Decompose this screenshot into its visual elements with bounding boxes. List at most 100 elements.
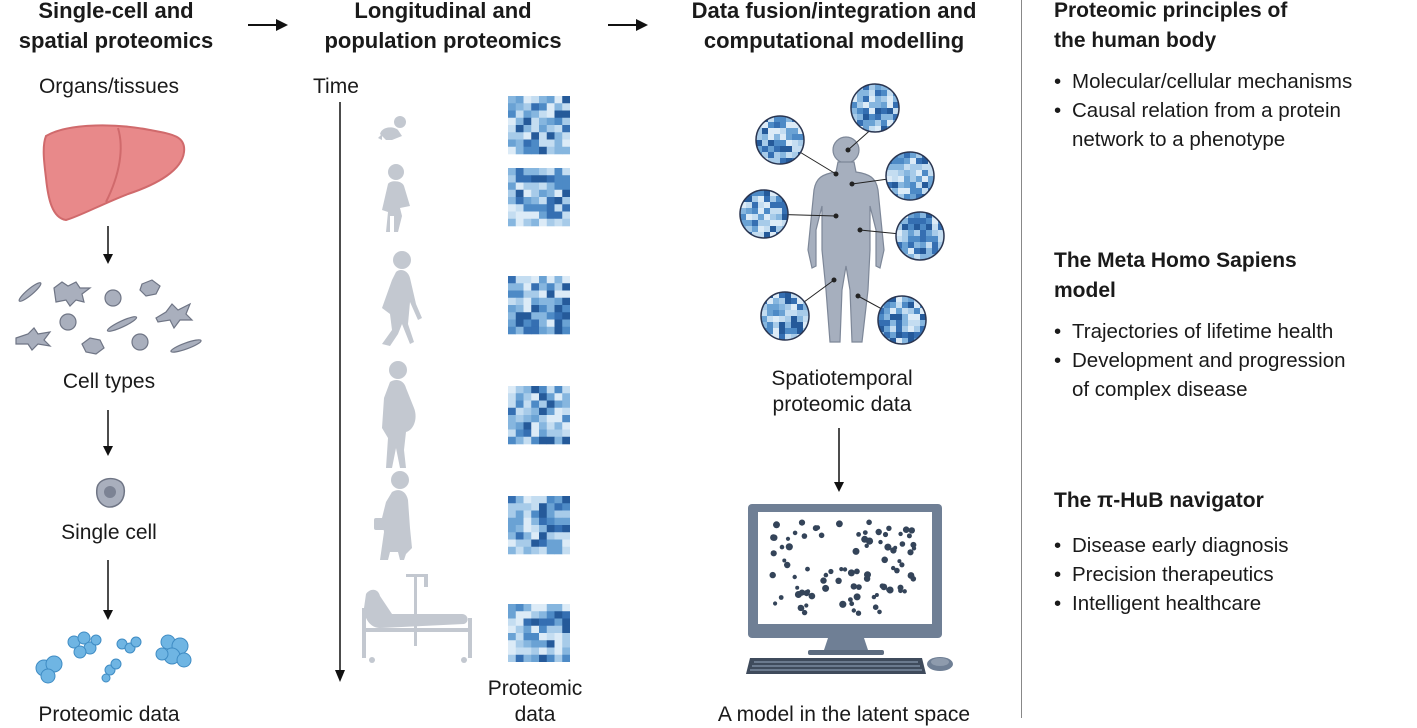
- latent-point: [880, 583, 888, 591]
- latent-point: [848, 597, 853, 602]
- latent-point: [770, 534, 777, 541]
- latent-point: [906, 533, 912, 539]
- latent-point: [792, 530, 798, 536]
- column-title-line: computational modelling: [703, 28, 965, 53]
- heatmap-ring: [850, 83, 900, 133]
- heatmap-icon: [508, 496, 570, 555]
- latent-point: [805, 566, 810, 572]
- bullet-list: Disease early diagnosis Precision therap…: [1054, 531, 1414, 618]
- heatmap-column: [508, 96, 570, 662]
- latent-point: [769, 571, 776, 579]
- latent-point: [794, 591, 802, 598]
- latent-point: [782, 558, 787, 563]
- meta-homo-sapiens-section: The Meta Homo Sapiens model Trajectories…: [1054, 246, 1414, 404]
- latent-point: [908, 527, 915, 534]
- child-icon: [382, 164, 410, 232]
- latent-point: [822, 584, 830, 592]
- latent-point: [828, 568, 834, 575]
- section-title: The Meta Homo Sapiens model: [1054, 246, 1414, 306]
- bullet-text: of complex disease: [1072, 378, 1248, 401]
- latent-point: [875, 528, 882, 536]
- bullet-item: Causal relation from a protein network to…: [1054, 96, 1414, 154]
- latent-point: [897, 559, 902, 564]
- computer-monitor-icon: [746, 504, 953, 674]
- column-title-line: population proteomics: [324, 28, 562, 53]
- bullet-text: Intelligent healthcare: [1072, 592, 1262, 615]
- bullet-text: network to a phenotype: [1072, 128, 1286, 151]
- latent-point: [785, 543, 793, 551]
- heatmap-ring: [739, 189, 789, 239]
- time-axis-arrow: [335, 102, 345, 682]
- latent-point: [878, 539, 883, 545]
- latent-point: [910, 541, 917, 548]
- latent-point: [881, 556, 888, 564]
- latent-point: [882, 531, 889, 538]
- latent-point: [902, 526, 910, 533]
- latent-point: [823, 572, 829, 578]
- latent-point: [798, 605, 805, 612]
- latent-point: [856, 532, 861, 537]
- column-title-line: Longitudinal and: [354, 0, 532, 23]
- latent-point: [792, 574, 797, 580]
- time-label: Time: [313, 75, 359, 98]
- latent-point: [894, 567, 900, 574]
- cell-types-label: Cell types: [62, 370, 156, 393]
- latent-point: [773, 521, 780, 529]
- heatmap-ring: [760, 291, 810, 341]
- latent-model-label: A model in the latent space: [717, 703, 971, 726]
- latent-point: [907, 549, 914, 556]
- cell-types-icon: [15, 279, 202, 355]
- latent-point: [853, 593, 861, 601]
- bullet-item: Molecular/cellular mechanisms: [1054, 67, 1414, 96]
- pi-hub-section: The π-HuB navigator Disease early diagno…: [1054, 486, 1414, 618]
- latent-point: [899, 541, 906, 547]
- latent-point: [839, 600, 847, 608]
- latent-point: [812, 525, 819, 532]
- latent-point: [798, 519, 806, 526]
- heatmap-ring: [877, 295, 927, 345]
- mouse-icon: [927, 657, 953, 671]
- latent-point: [784, 561, 791, 569]
- spatiotemporal-line: proteomic data: [772, 393, 912, 416]
- latent-point: [773, 601, 778, 606]
- bullet-text: Molecular/cellular mechanisms: [1072, 70, 1353, 93]
- heatmap-ring: [755, 115, 805, 165]
- section-title: Proteomic principles of the human body: [1054, 0, 1414, 56]
- bullet-text: Development and progression: [1072, 349, 1346, 372]
- latent-point: [864, 543, 869, 548]
- latent-point: [852, 547, 860, 555]
- heatmap-icon: [508, 604, 570, 662]
- arrow-down-icon: [103, 410, 113, 456]
- bullet-item: Trajectories of lifetime health: [1054, 317, 1414, 346]
- latent-point: [795, 585, 800, 590]
- liver-icon: [42, 124, 186, 222]
- section-title-line: Proteomic principles of: [1054, 0, 1288, 22]
- latent-point: [865, 537, 874, 545]
- arrow-down-icon: [834, 428, 844, 492]
- latent-point: [871, 594, 877, 600]
- column-title-fusion: Data fusion/integration and computationa…: [660, 0, 1008, 56]
- column-title-single-cell: Single-cell and spatial proteomics: [0, 0, 232, 56]
- bullet-text: Causal relation from a protein: [1072, 99, 1341, 122]
- bullet-item: Intelligent healthcare: [1054, 589, 1414, 618]
- latent-point: [856, 584, 862, 590]
- human-body-diagram: [739, 83, 945, 345]
- latent-point: [902, 589, 907, 594]
- section-title: The π-HuB navigator: [1054, 489, 1264, 512]
- life-stage-silhouettes: [362, 116, 472, 663]
- heatmap-ring: [895, 211, 945, 261]
- latent-point: [886, 587, 891, 592]
- section-title-line: model: [1054, 279, 1116, 302]
- latent-point: [801, 533, 808, 539]
- latent-point: [818, 532, 825, 539]
- latent-point: [836, 520, 843, 528]
- heatmap-ring: [885, 151, 935, 201]
- bullet-list: Trajectories of lifetime health Developm…: [1054, 317, 1414, 404]
- woman-icon: [382, 251, 422, 346]
- organs-label: Organs/tissues: [38, 75, 180, 98]
- latent-point: [851, 608, 856, 613]
- bullet-text: Trajectories of lifetime health: [1072, 320, 1334, 343]
- arrow-right-icon: [608, 19, 648, 31]
- baby-icon: [378, 116, 406, 140]
- column-title-line: Data fusion/integration and: [691, 0, 977, 23]
